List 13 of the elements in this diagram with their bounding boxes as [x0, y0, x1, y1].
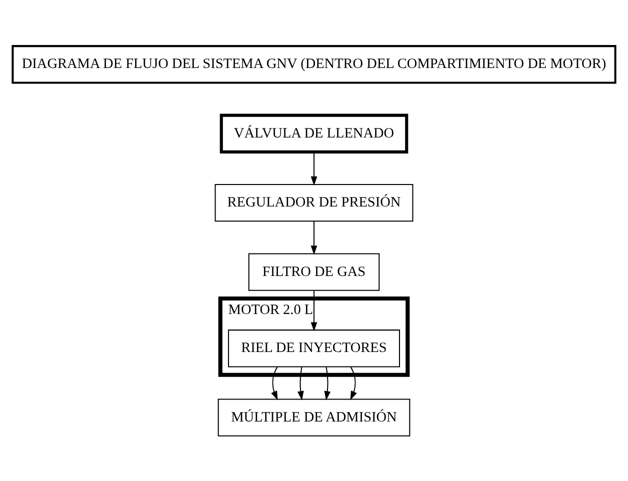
arrow — [324, 366, 331, 400]
node-box: MÚLTIPLE DE ADMISIÓN — [218, 398, 410, 436]
arrow — [310, 221, 318, 254]
arrow — [310, 152, 318, 186]
node-box: REGULADOR DE PRESIÓN — [214, 184, 414, 222]
node-box: VÁLVULA DE LLENADO — [220, 113, 408, 153]
arrow — [271, 366, 278, 400]
node-box: FILTRO DE GAS — [248, 252, 380, 290]
arrow — [310, 290, 318, 331]
arrow — [350, 366, 357, 400]
arrow — [297, 366, 304, 400]
node-box: RIEL DE INYECTORES — [228, 329, 400, 367]
node-box: DIAGRAMA DE FLUJO DEL SISTEMA GNV (DENTRO DEL COMPARTIMIENTO DE MOTOR) — [12, 44, 616, 84]
